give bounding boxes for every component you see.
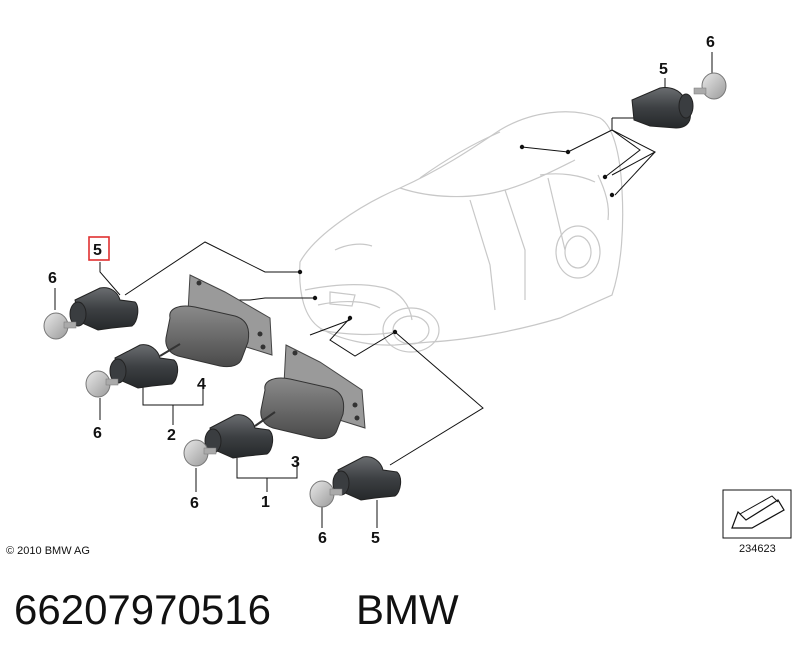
reference-arrow-icon [722, 489, 792, 539]
sensor-top-left [69, 287, 139, 331]
copyright-text: © 2010 BMW AG [6, 545, 90, 557]
callout-5-top-right[interactable]: 5 [659, 61, 668, 78]
callout-5-top-left[interactable]: 5 [93, 242, 102, 259]
bracket-lower [260, 344, 366, 440]
cap-top-right [693, 72, 727, 100]
cap-top-left [43, 312, 77, 340]
callout-6-top-left[interactable]: 6 [48, 270, 57, 287]
sensor-lower [204, 411, 276, 459]
sensor-mid [109, 343, 181, 389]
callout-3[interactable]: 3 [291, 454, 300, 471]
callout-4[interactable]: 4 [197, 376, 206, 393]
callout-6-bottom-right[interactable]: 6 [318, 530, 327, 547]
reference-number: 234623 [739, 543, 776, 555]
callout-6-mid[interactable]: 6 [93, 425, 102, 442]
car-outline [299, 111, 624, 353]
connection-dots [297, 144, 615, 335]
sensor-bottom-right [332, 456, 402, 501]
part-number: 66207970516 [14, 586, 271, 633]
callout-1[interactable]: 1 [261, 494, 270, 511]
cap-bottom-right [309, 480, 343, 508]
callout-6-lower[interactable]: 6 [190, 495, 199, 512]
callout-2[interactable]: 2 [167, 427, 176, 444]
cap-mid [85, 370, 119, 398]
callout-5-bottom-right[interactable]: 5 [371, 530, 380, 547]
cap-lower [183, 439, 217, 467]
callout-6-top-right[interactable]: 6 [706, 34, 715, 51]
brand-name: BMW [356, 586, 459, 633]
highlight-box [88, 236, 110, 261]
bracket-upper [165, 274, 273, 368]
sensor-top-right [631, 87, 694, 129]
